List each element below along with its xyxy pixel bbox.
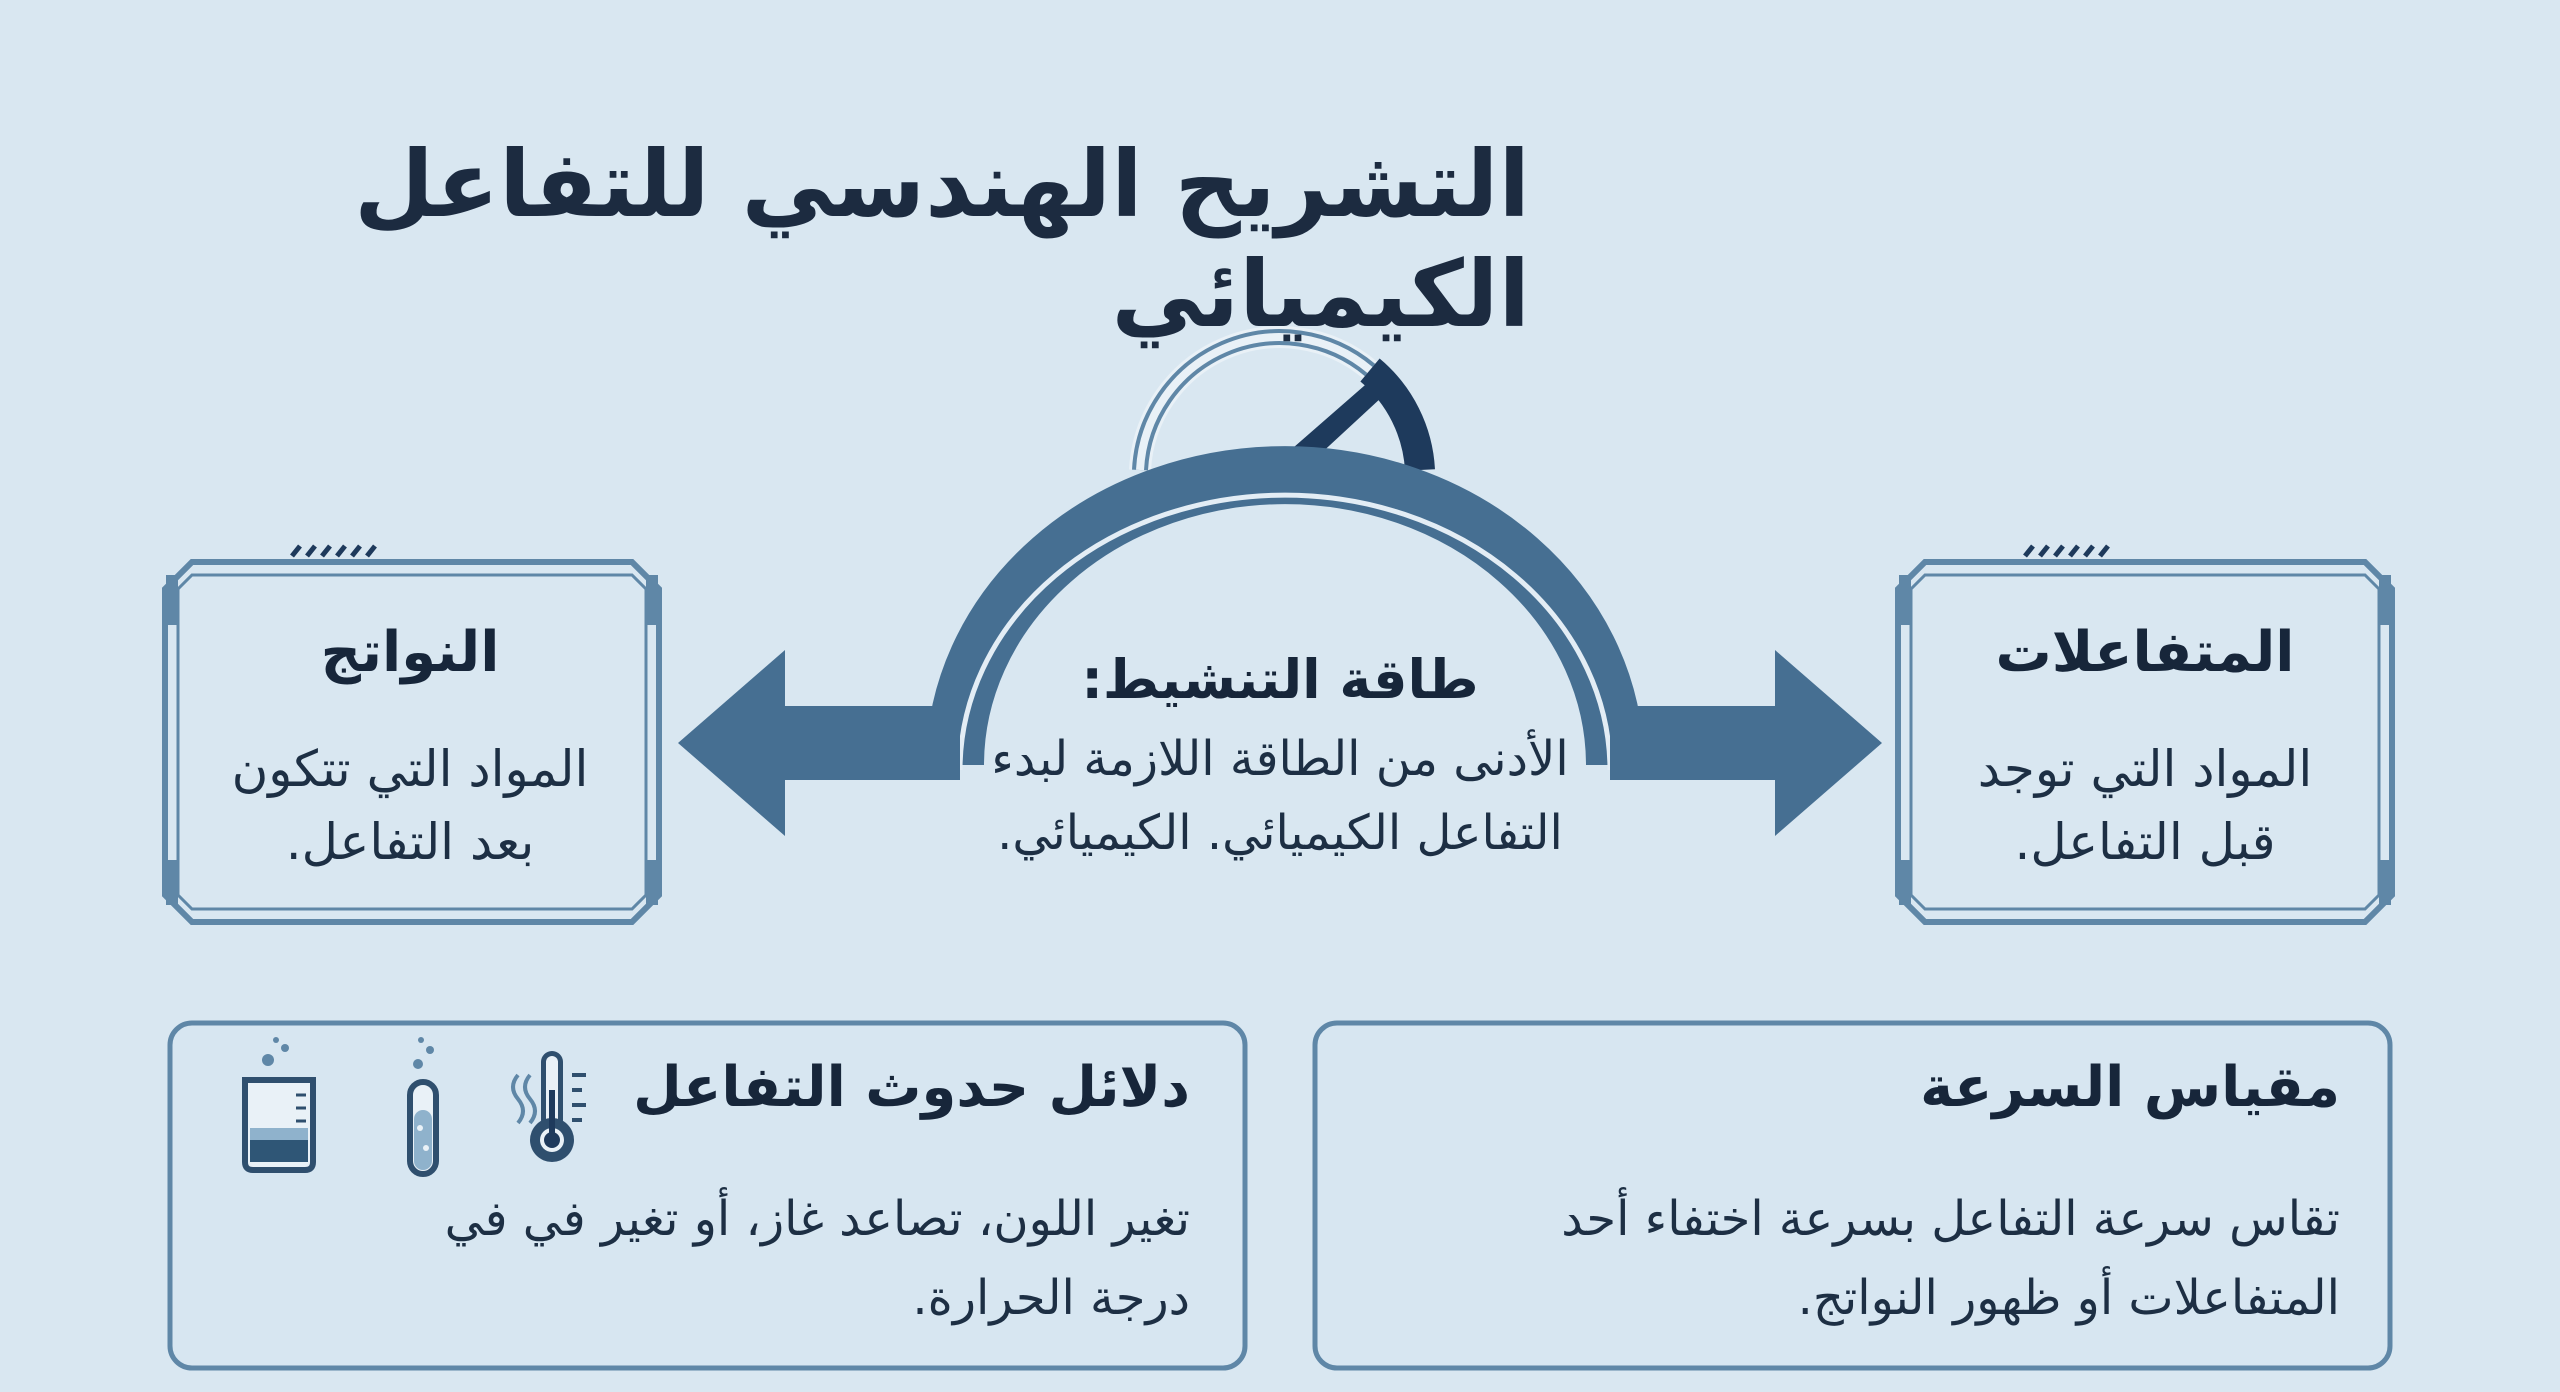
products-heading: النواتج	[320, 620, 500, 685]
reaction-evidence-heading: دلائل حدوث التفاعل	[633, 1055, 1190, 1120]
reactants-description: المواد التي توجد قبل التفاعل.	[1977, 740, 2313, 871]
arrow-to-products	[678, 650, 960, 836]
speed-card	[1312, 1020, 2393, 1371]
reaction-evidence-description: تغير اللون، تصاعد غاز، أو تغير في في درج…	[444, 1191, 1190, 1327]
speed-measure-heading: مقياس السرعة	[1920, 1055, 2340, 1120]
products-box: النواتج المواد التي تتكون بعد التفاعل.	[200, 612, 620, 878]
reactants-heading: المتفاعلات	[1995, 620, 2295, 685]
test-tube-icon	[407, 1037, 439, 1177]
speed-measure-box: مقياس السرعة تقاس سرعة التفاعل بسرعة اخت…	[1440, 1055, 2340, 1338]
activation-energy-box: طاقة التنشيط: الأدنى من الطاقة اللازمة ل…	[960, 638, 1600, 870]
page-title: التشريح الهندسي للتفاعل الكيميائي	[354, 131, 1530, 349]
beaker-icon	[242, 1037, 316, 1173]
thermometer-icon	[511, 1051, 586, 1162]
products-frame	[162, 544, 662, 925]
products-description: المواد التي تتكون بعد التفاعل.	[231, 740, 589, 871]
arrow-to-reactants	[1610, 650, 1882, 836]
reactants-box: المتفاعلات المواد التي توجد قبل التفاعل.	[1935, 612, 2355, 878]
speed-measure-description: تقاس سرعة التفاعل بسرعة اختفاء أحد المتف…	[1561, 1191, 2340, 1327]
activation-energy-arc	[926, 446, 1644, 771]
reaction-evidence-box: دلائل حدوث التفاعل تغير اللون، تصاعد غاز…	[430, 1055, 1190, 1338]
activation-energy-heading: طاقة التنشيط:	[1081, 648, 1479, 711]
reactants-frame	[1895, 544, 2395, 925]
activation-energy-description: الأدنى من الطاقة اللازمة لبدء التفاعل ال…	[991, 730, 1569, 862]
